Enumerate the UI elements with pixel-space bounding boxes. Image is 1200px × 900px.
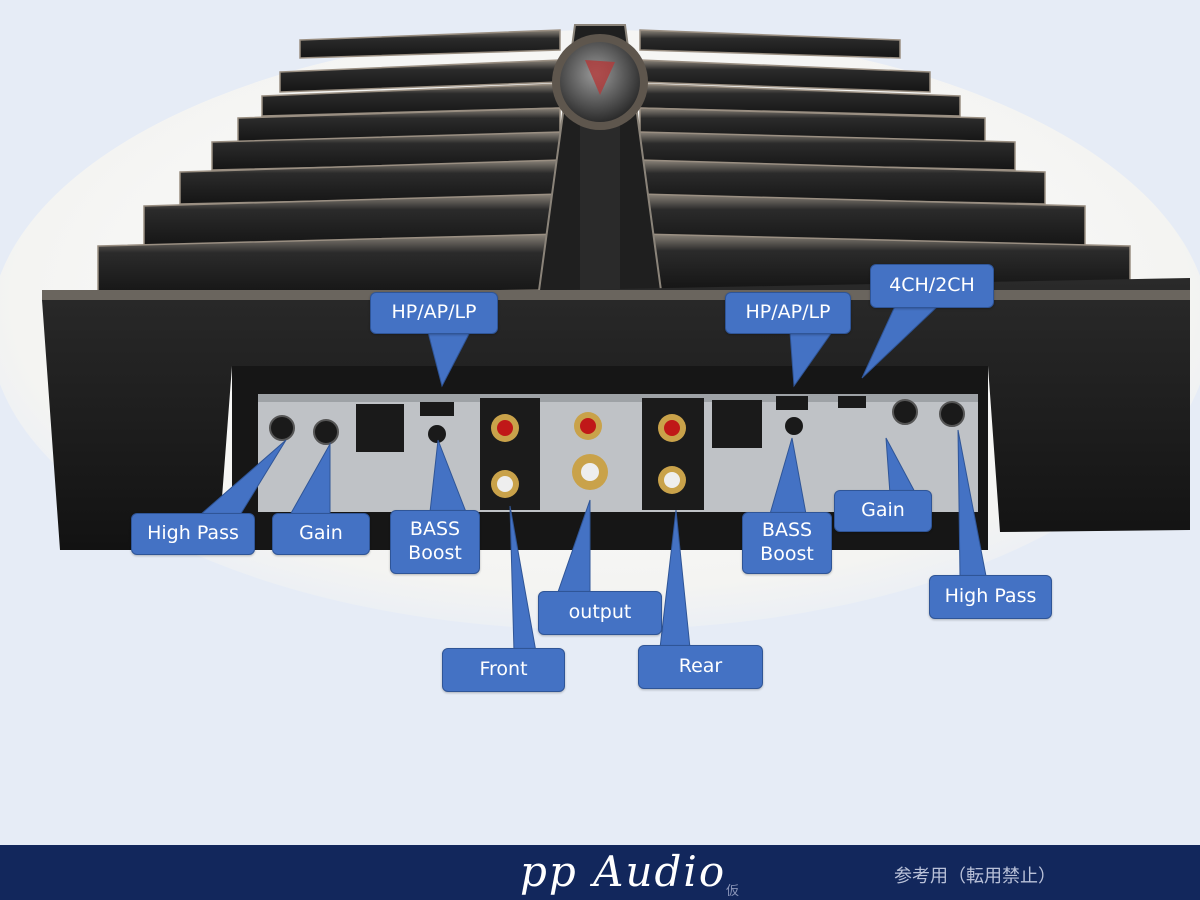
- heatsink-fins-right: [639, 29, 1131, 291]
- footer-bar: [0, 845, 1200, 900]
- rear-high-level-input: [712, 400, 762, 448]
- amplifier-photo: [0, 24, 1200, 653]
- callout-bass-boost-front: BASS Boost: [390, 510, 480, 574]
- rear-bass-button: [785, 417, 803, 435]
- input-mode-switch: [838, 396, 866, 408]
- front-high-level-input: [356, 404, 404, 452]
- amplifier-body: [42, 278, 1190, 550]
- callout-front: Front: [442, 648, 565, 692]
- callout-gain-front: Gain: [272, 513, 370, 555]
- callout-hp-ap-lp-front: HP/AP/LP: [370, 292, 498, 334]
- callout-pointers: [198, 303, 987, 653]
- front-bass-button: [428, 425, 446, 443]
- callout-output: output: [538, 591, 662, 635]
- heatsink-fins-left: [97, 29, 561, 297]
- callout-4ch-2ch: 4CH/2CH: [870, 264, 994, 308]
- callout-bass-boost-rear: BASS Boost: [742, 512, 832, 574]
- callout-high-pass-rear: High Pass: [929, 575, 1052, 619]
- callout-hp-ap-lp-rear: HP/AP/LP: [725, 292, 851, 334]
- rca-output-block: [572, 412, 608, 490]
- brand-subtitle: 仮: [726, 884, 740, 899]
- rear-switch: [776, 396, 808, 410]
- rca-rear-block: [642, 398, 704, 510]
- usage-notice: 参考用（転用禁止）: [894, 866, 1056, 887]
- callout-high-pass-front: High Pass: [131, 513, 255, 555]
- rca-front-block: [480, 398, 540, 510]
- rear-knobs: [892, 399, 965, 427]
- callout-rear: Rear: [638, 645, 763, 689]
- front-knobs: [269, 415, 339, 445]
- brand-title: pp Audio: [520, 847, 727, 896]
- callout-gain-rear: Gain: [834, 490, 932, 532]
- front-switch: [420, 402, 454, 416]
